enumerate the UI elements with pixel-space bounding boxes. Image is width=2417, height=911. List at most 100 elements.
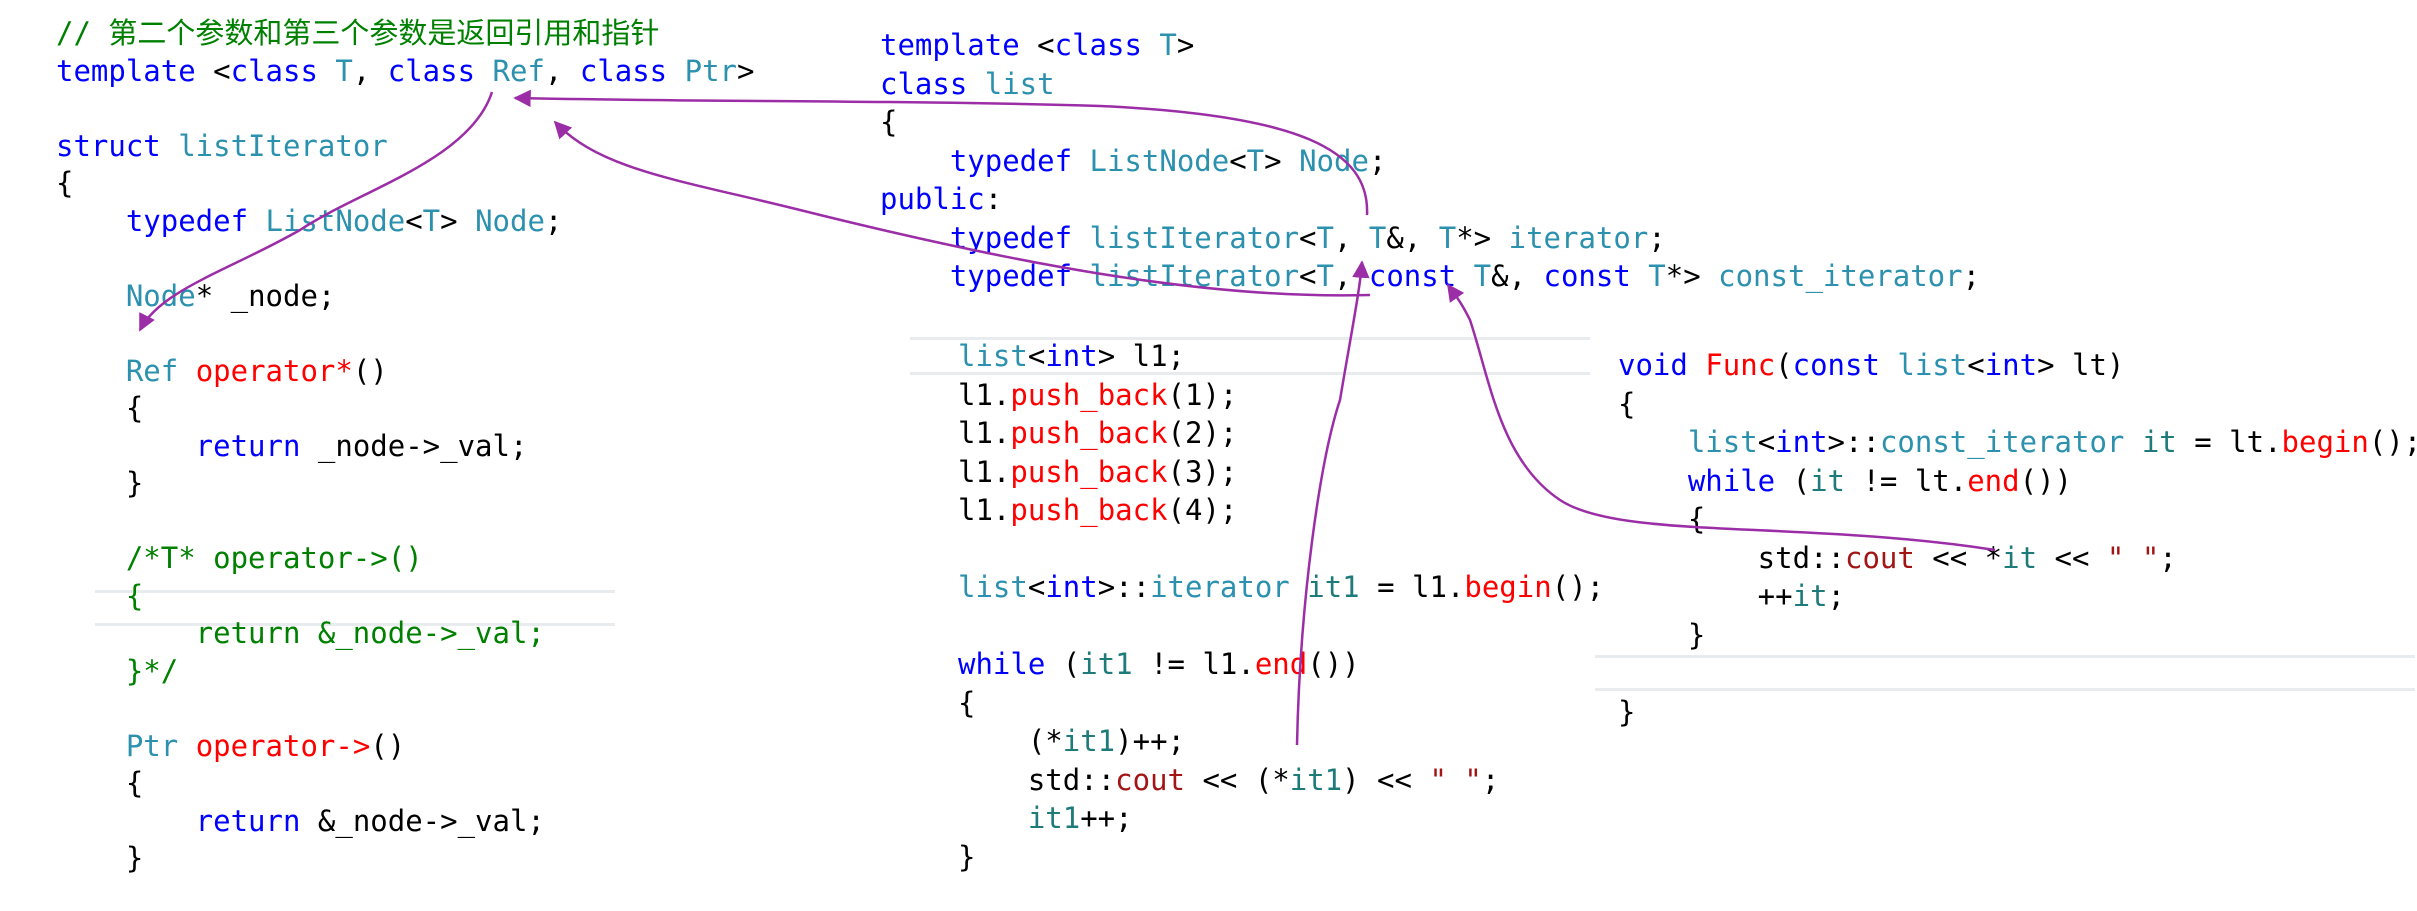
- code-token: while: [1618, 463, 1793, 498]
- code-token: (*: [958, 724, 1063, 758]
- code-line: /*T* operator->(): [56, 539, 423, 577]
- code-line: ++it;: [1618, 577, 1845, 615]
- code-token: it1: [1307, 570, 1360, 604]
- code-line: }: [958, 838, 975, 876]
- code-token: (1);: [1167, 377, 1238, 412]
- code-token: ;: [1481, 762, 1500, 797]
- code-line: typedef listIterator<T, const T&, const …: [880, 257, 1980, 295]
- code-token: T: [1316, 220, 1334, 255]
- code-token: {: [56, 166, 74, 200]
- code-line: return _node->_val;: [56, 427, 528, 465]
- code-token: it1: [1289, 762, 1343, 797]
- code-token: const: [1543, 259, 1649, 293]
- code-token: Ref: [56, 353, 196, 388]
- code-token: T: [1473, 259, 1492, 293]
- code-line: while (it1 != l1.end()): [958, 645, 1360, 683]
- code-token: != lt.: [1845, 463, 1968, 498]
- code-token: Ptr: [684, 53, 737, 88]
- code-token: {: [56, 766, 144, 800]
- code-token: {: [880, 105, 898, 139]
- code-token: std::: [1618, 540, 1845, 575]
- code-token: <: [1967, 348, 1985, 382]
- code-token: T: [1648, 259, 1666, 293]
- code-token: it: [2141, 425, 2177, 459]
- code-token: list: [958, 339, 1028, 373]
- code-token: T: [1246, 143, 1265, 178]
- code-token: (): [370, 728, 406, 763]
- code-token: ();: [2368, 425, 2417, 459]
- code-token: list: [1897, 348, 1968, 382]
- code-token: > l1;: [1097, 339, 1186, 373]
- code-token: const_iterator: [1879, 425, 2142, 459]
- line-highlight: [95, 623, 615, 626]
- code-line: (*it1)++;: [958, 722, 1185, 760]
- code-token: l1.: [958, 377, 1011, 412]
- code-token: it: [1792, 579, 1828, 613]
- code-line: {: [1618, 500, 1705, 538]
- code-token: operator->: [195, 728, 371, 763]
- line-highlight: [910, 372, 1590, 375]
- code-token: (2);: [1167, 416, 1238, 450]
- code-token: ,: [352, 53, 388, 88]
- code-token: const: [1792, 348, 1898, 382]
- code-token: template: [56, 53, 214, 88]
- code-token: ,: [1333, 259, 1369, 293]
- code-token: {: [56, 578, 144, 613]
- code-token: class: [387, 53, 493, 88]
- code-token: &,: [1386, 220, 1439, 255]
- code-token: push_back: [1010, 377, 1168, 412]
- code-line: {: [880, 103, 897, 141]
- code-token: class: [880, 66, 985, 101]
- code-token: end: [1254, 647, 1308, 681]
- code-token: >: [440, 203, 476, 238]
- code-line: void Func(const list<int> lt): [1618, 346, 2124, 384]
- code-token: class: [1054, 28, 1160, 62]
- code-token: T: [1316, 259, 1334, 293]
- code-token: _node->_val;: [317, 428, 528, 463]
- code-token: ;: [1827, 579, 1845, 613]
- code-token: ,: [1333, 220, 1369, 255]
- code-line: }: [56, 839, 143, 877]
- code-line: list<int>::iterator it1 = l1.begin();: [958, 568, 1604, 606]
- code-token: {: [1618, 502, 1706, 536]
- code-token: cout: [1844, 540, 1915, 575]
- code-line: {: [56, 164, 73, 202]
- code-token: <: [1229, 143, 1247, 178]
- code-token: cout: [1115, 762, 1185, 797]
- code-token: = lt.: [2176, 425, 2282, 459]
- code-token: ;: [544, 203, 563, 238]
- code-token: Node: [1299, 143, 1369, 178]
- code-token: Node: [475, 203, 545, 238]
- code-line: l1.push_back(2);: [958, 414, 1237, 452]
- code-line: {: [56, 764, 143, 802]
- code-token: >: [1176, 28, 1195, 62]
- code-token: listIterator: [178, 128, 388, 163]
- code-token: ++: [1618, 579, 1793, 613]
- code-token: (: [1792, 463, 1811, 498]
- code-token: const: [1368, 259, 1474, 293]
- code-token: ;: [1368, 143, 1387, 178]
- code-line: {: [1618, 385, 1635, 423]
- code-token: )++;: [1115, 724, 1185, 758]
- code-token: T: [335, 53, 353, 88]
- code-line: return &_node->_val;: [56, 614, 545, 652]
- code-token: std::: [958, 762, 1116, 797]
- code-token: * _node;: [195, 278, 336, 313]
- code-token: >::: [1827, 425, 1880, 459]
- code-token: int: [1045, 570, 1098, 604]
- code-token: <: [1757, 425, 1776, 459]
- code-line: }: [1618, 616, 1705, 654]
- code-token: struct: [56, 128, 179, 163]
- code-token: it1: [1062, 724, 1116, 758]
- code-token: int: [1775, 425, 1828, 459]
- code-token: Ref: [492, 53, 545, 88]
- code-line: public:: [880, 180, 1002, 218]
- code-token: push_back: [1010, 416, 1168, 450]
- arrow-func-to-const-iterator: [1446, 283, 1996, 552]
- code-token: T: [1368, 220, 1387, 255]
- code-token: list: [984, 66, 1055, 101]
- code-token: }: [1618, 617, 1706, 652]
- code-token: ++;: [1080, 801, 1133, 835]
- code-token: T: [1159, 28, 1177, 62]
- code-token: ;: [1962, 259, 1981, 293]
